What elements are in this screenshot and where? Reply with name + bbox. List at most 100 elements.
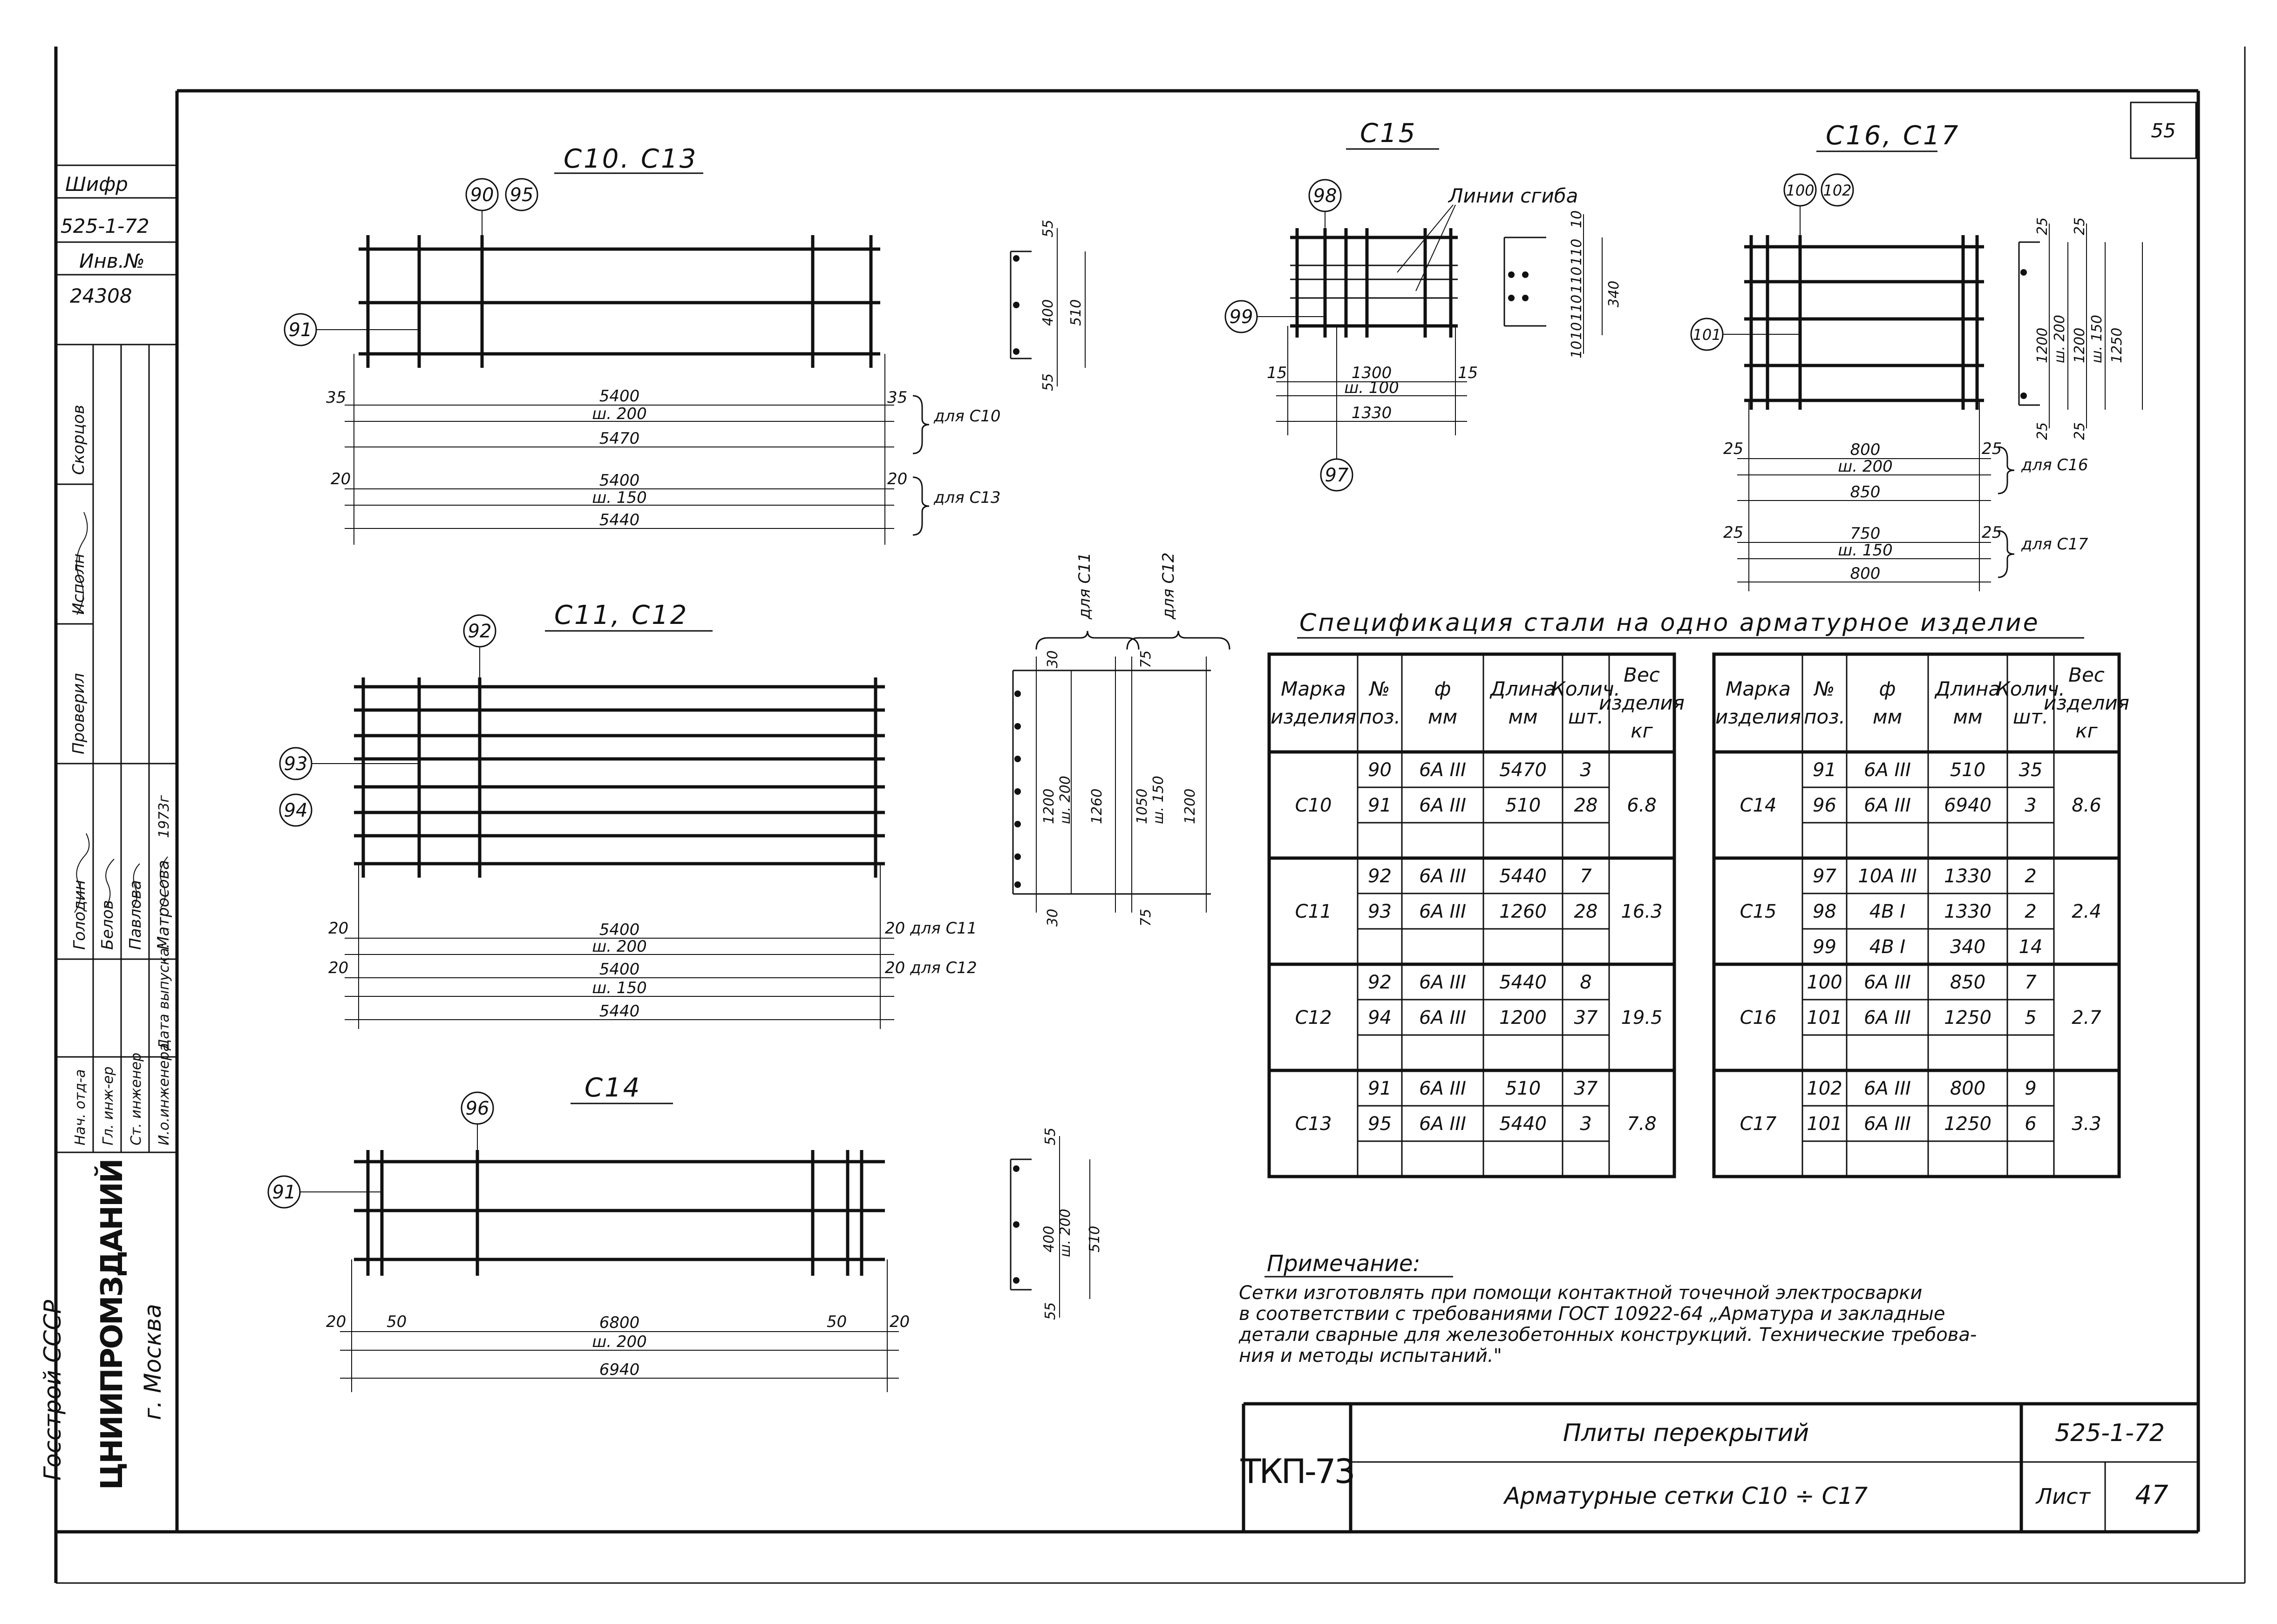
- c12-sec-1: 75: [1138, 650, 1154, 668]
- left-cell-С12-1-2: 6А III: [1419, 972, 1466, 993]
- c16-sec-1: 25: [2034, 217, 2051, 235]
- c17-side-left: 25: [1723, 523, 1743, 542]
- right-header-6-2: изделия: [2044, 691, 2129, 714]
- top-role-1: Проверил: [69, 673, 88, 754]
- left-cell-С11-1-2: 6А III: [1419, 866, 1466, 887]
- callout-100: 100: [1786, 182, 1814, 199]
- right-header-4-2: мм: [1953, 705, 1982, 728]
- left-cell-С13-2-3: 5440: [1499, 1113, 1547, 1135]
- c16-sec-4: ш. 200: [2052, 315, 2068, 363]
- c16-dim-2: ш. 200: [1838, 457, 1893, 476]
- right-cell-С14-2-1: 96: [1813, 795, 1836, 816]
- c14-side-4: 20: [890, 1313, 910, 1331]
- left-cell-С12-2-1: 94: [1368, 1007, 1392, 1029]
- right-weight-С16: 2.7: [2072, 1007, 2101, 1029]
- left-mark-С11: С11: [1295, 901, 1332, 922]
- c13-dim-2: ш. 150: [592, 488, 647, 507]
- right-cell-С14-1-1: 91: [1813, 759, 1836, 781]
- cipher-label: Шифр: [65, 173, 128, 196]
- c15-sec-1: 10: [1569, 210, 1585, 228]
- right-header-1-1: Марка: [1726, 677, 1791, 700]
- left-header-4-1: Длина: [1489, 677, 1556, 700]
- c15-sec-5: 110: [1569, 295, 1585, 321]
- c15-sec-4: 110: [1569, 267, 1585, 293]
- page-number: 55: [2151, 119, 2175, 142]
- title-c11-c12: С11, С12: [554, 600, 688, 630]
- right-header-6-1: Вес: [2068, 663, 2105, 686]
- drawing-c11-c12: С11, С12 92 93 94 20 20 5400 ш. 200 54: [279, 552, 1230, 1029]
- note-section: Примечание: Сетки изготовлять при помощи…: [1238, 1251, 1977, 1367]
- right-cell-С14-2-4: 3: [2025, 795, 2036, 816]
- role-4: И.о.инженера: [156, 1043, 172, 1145]
- c14-dim-2: ш. 200: [592, 1333, 647, 1351]
- c11-sec-label: для С11: [1075, 552, 1094, 620]
- note-line-3: детали сварные для железобетонных констр…: [1238, 1324, 1977, 1346]
- left-mark-С13: С13: [1295, 1113, 1332, 1135]
- left-cell-С10-2-1: 91: [1368, 795, 1392, 816]
- left-weight-С12: 19.5: [1621, 1007, 1662, 1029]
- right-header-5-2: шт.: [2013, 705, 2048, 728]
- c11-side-left: 20: [328, 919, 348, 938]
- title-block: ТКП-73 Плиты перекрытий Арматурные сетки…: [1240, 1402, 2198, 1532]
- left-cell-С13-2-1: 95: [1368, 1113, 1392, 1135]
- sheet-label: Лист: [2035, 1484, 2091, 1509]
- c10-sec-3: 510: [1068, 299, 1084, 326]
- left-cell-С12-1-4: 8: [1580, 972, 1591, 993]
- name-4: Матросова: [154, 860, 173, 950]
- left-cell-С11-2-2: 6А III: [1419, 901, 1466, 922]
- left-cell-С10-1-3: 5470: [1499, 759, 1547, 781]
- c17-dim-3: 800: [1850, 564, 1881, 583]
- right-cell-С15-1-4: 2: [2025, 866, 2036, 887]
- left-weight-С13: 7.8: [1627, 1113, 1657, 1135]
- c11-note: 20 для С11: [885, 919, 977, 938]
- right-cell-С17-2-1: 101: [1807, 1113, 1842, 1135]
- callout-96: 96: [466, 1098, 489, 1119]
- left-cell-С11-2-1: 93: [1368, 901, 1392, 922]
- signature-mark-3: [132, 863, 140, 908]
- c16-dim-1: 800: [1850, 440, 1881, 459]
- c13-dim-1: 5400: [599, 471, 640, 490]
- right-header-2-2: поз.: [1804, 705, 1845, 728]
- callout-91-b: 91: [272, 1182, 296, 1203]
- c10-side-left: 35: [326, 388, 346, 407]
- right-header-1-2: изделия: [1715, 705, 1801, 728]
- c11-dim-2: ш. 200: [592, 937, 647, 956]
- callout-92: 92: [468, 621, 492, 642]
- right-cell-С15-2-1: 98: [1813, 901, 1836, 922]
- left-cell-С10-1-2: 6А III: [1419, 759, 1466, 781]
- c11-sec-4: 1260: [1089, 789, 1105, 824]
- c11-sec-2: 1200: [1041, 789, 1057, 824]
- right-header-3-1: ф: [1879, 677, 1896, 700]
- role-5: Дата выпуска:: [156, 943, 172, 1051]
- c12-dim-1: 5400: [599, 960, 640, 979]
- c10-dim-3: 5470: [599, 429, 640, 448]
- c16-sec-9: 25: [2072, 422, 2088, 440]
- c10-sec-4: 55: [1040, 373, 1056, 391]
- right-header-5-1: Колич.: [1996, 677, 2065, 700]
- left-mark-С12: С12: [1295, 1007, 1332, 1029]
- title-c10-c13: С10. С13: [564, 144, 698, 174]
- left-margin-block: Шифр 525-1-72 Инв.№ 24308 Скорцов Исполн…: [39, 164, 177, 1490]
- stamp-code: ТКП-73: [1240, 1452, 1354, 1491]
- c12-dim-2: ш. 150: [592, 979, 647, 997]
- right-cell-С16-1-2: 6А III: [1864, 972, 1911, 993]
- c12-sec-4: 1200: [1182, 789, 1198, 824]
- c15-sec-6: 10: [1569, 322, 1585, 340]
- c14-sec-5: 55: [1042, 1302, 1059, 1320]
- inv-value: 24308: [70, 284, 132, 307]
- right-cell-С16-1-1: 100: [1807, 972, 1842, 993]
- c15-dim-1: 1300: [1352, 364, 1392, 382]
- drawing-c16-c17: С16, С17 100 102 101 25 25 800 ш. 200 85…: [1690, 121, 2143, 591]
- c12-sec-label: для С12: [1159, 552, 1178, 620]
- left-weight-С11: 16.3: [1621, 901, 1662, 922]
- c14-sec-2: 400: [1041, 1226, 1057, 1252]
- right-cell-С14-2-2: 6А III: [1864, 795, 1911, 816]
- callout-97: 97: [1325, 465, 1349, 486]
- c16-sec-3: 1200: [2034, 328, 2051, 363]
- sheet-number: 47: [2135, 1480, 2168, 1510]
- right-cell-С15-3-4: 14: [2019, 936, 2043, 958]
- callout-101: 101: [1692, 326, 1721, 344]
- inv-label: Инв.№: [79, 250, 145, 272]
- right-weight-С14: 8.6: [2072, 795, 2101, 816]
- spec-table-right: Маркаизделия№поз.фммДлинаммКолич.шт.Веси…: [1712, 652, 2129, 1178]
